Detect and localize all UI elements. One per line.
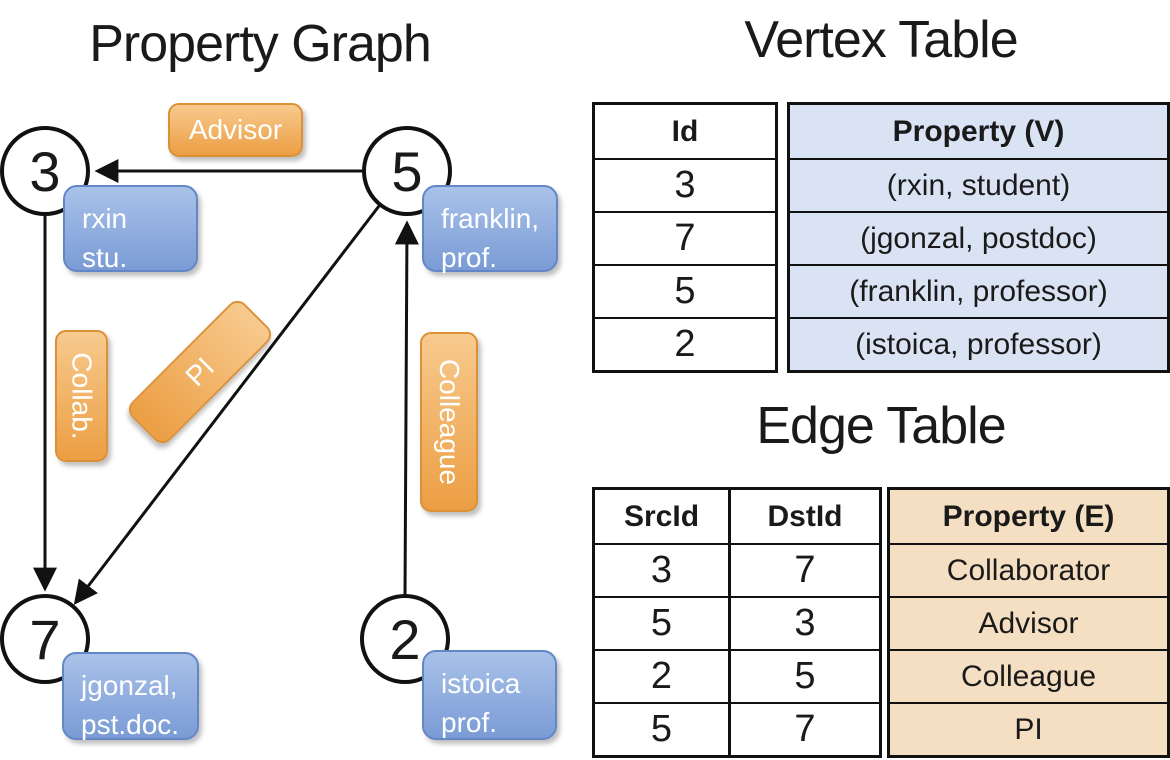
vertex-table-id-header: Id — [671, 114, 699, 148]
edge-label-text: Collab. — [66, 352, 98, 440]
vertex-table-title: Vertex Table — [744, 11, 1018, 69]
vertex-property-line: franklin, — [441, 203, 540, 234]
node-5-label: 5 — [391, 139, 423, 203]
vertex-table-id-cell: 7 — [595, 211, 775, 264]
edge-label-text: Advisor — [188, 114, 283, 145]
edge-table-property-cell: Advisor — [890, 596, 1167, 649]
edge-table-dstid-cell: 7 — [728, 543, 879, 596]
vertex-property-box-istoica: istoica prof. — [422, 650, 557, 740]
edge-table-property-cell: PI — [890, 702, 1167, 755]
edge-table-dstid-cell: 5 — [728, 649, 879, 702]
vertex-table-property-header: Property (V) — [892, 114, 1065, 148]
node-5: 5 — [362, 126, 452, 216]
vertex-table-property-cell: (jgonzal, postdoc) — [790, 211, 1167, 264]
vertex-table-property-cell: (franklin, professor) — [790, 264, 1167, 317]
vertex-property-line: istoica — [441, 668, 521, 699]
edge-table-dstid-cell: 7 — [728, 702, 879, 755]
node-3-label: 3 — [29, 139, 61, 203]
edge-table-srcid-cell: 5 — [595, 702, 728, 755]
vertex-property-line: pst.doc. — [81, 709, 180, 740]
edge-table-id-columns: SrcId DstId 3 7 5 3 2 5 5 7 — [592, 487, 882, 758]
vertex-table-id-cell: 2 — [595, 317, 775, 370]
edge-table-srcid-cell: 2 — [595, 649, 728, 702]
graph-edges — [33, 159, 419, 605]
edge-table-dstid-header: DstId — [728, 490, 879, 543]
edge-table-property-column: Property (E) Collaborator Advisor Collea… — [887, 487, 1170, 758]
vertex-property-line: prof. — [441, 242, 498, 273]
vertex-table-property-column: Property (V) (rxin, student) (jgonzal, p… — [787, 102, 1170, 373]
vertex-property-line: jgonzal, — [81, 670, 178, 701]
edge-label-advisor: Advisor — [168, 103, 303, 157]
property-graph-title: Property Graph — [89, 15, 432, 73]
vertex-table-property-cell: (rxin, student) — [790, 158, 1167, 211]
edge-table-title: Edge Table — [756, 397, 1006, 455]
edge-line-colleague-2-5 — [394, 220, 419, 597]
vertex-table-id-cell: 5 — [595, 264, 775, 317]
edge-table-dstid-cell: 3 — [728, 596, 879, 649]
edge-table-property-cell: Collaborator — [890, 543, 1167, 596]
vertex-property-line: prof. — [441, 707, 498, 738]
vertex-table-id-column: Id 3 7 5 2 — [592, 102, 778, 373]
node-7-label: 7 — [29, 607, 61, 671]
vertex-property-box-jgonzal: jgonzal, pst.doc. — [62, 652, 199, 740]
vertex-property-box-franklin: franklin, prof. — [422, 185, 558, 273]
node-2-label: 2 — [389, 607, 421, 671]
vertex-table-id-cell: 3 — [595, 158, 775, 211]
edge-table-srcid-cell: 5 — [595, 596, 728, 649]
edge-table-srcid-header: SrcId — [623, 499, 700, 533]
edge-label-collab: Collab. — [55, 330, 108, 462]
edge-line-pi-5-7 — [73, 205, 381, 605]
node-2: 2 — [360, 594, 450, 684]
vertex-table-property-cell: (istoica, professor) — [790, 317, 1167, 370]
vertex-property-box-rxin: rxin stu. — [63, 185, 198, 273]
edge-table-property-header: Property (E) — [942, 499, 1115, 533]
edge-label-colleague: Colleague — [420, 332, 478, 512]
edge-label-text: Colleague — [434, 358, 466, 486]
edge-label-text: PI — [179, 351, 220, 392]
vertex-property-line: stu. — [82, 242, 128, 273]
edge-table-srcid-cell: 3 — [595, 543, 728, 596]
edge-table-property-cell: Colleague — [890, 649, 1167, 702]
vertex-property-line: rxin — [82, 203, 128, 234]
